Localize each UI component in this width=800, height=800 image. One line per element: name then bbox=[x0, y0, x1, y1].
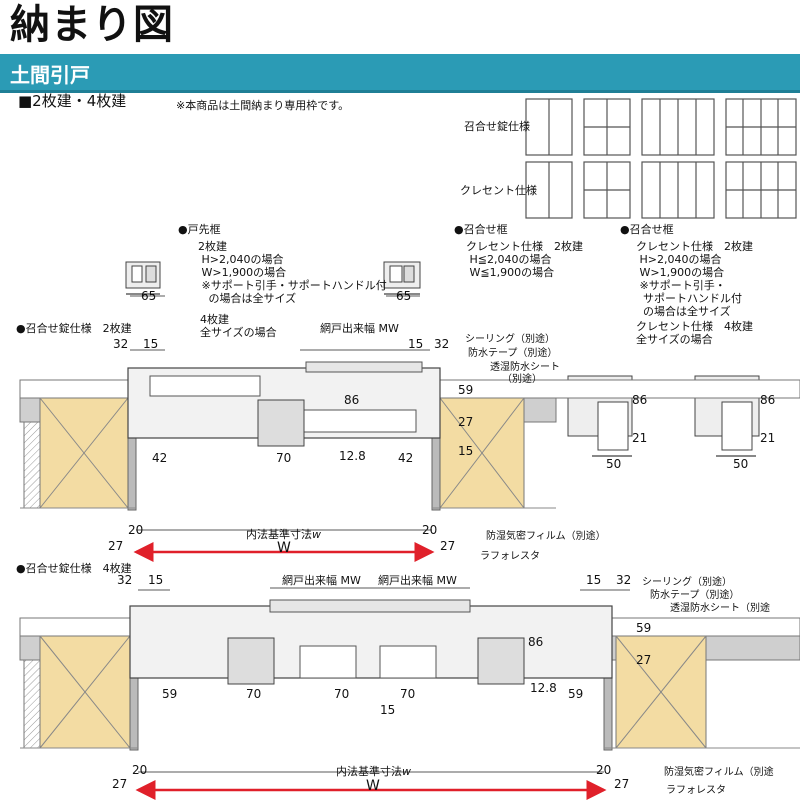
plan2-title: ●召合せ錠仕様 2枚建 bbox=[16, 322, 132, 335]
plan4-inner-size: 内法基準寸法w bbox=[336, 765, 411, 778]
plan4-film: 防湿気密フィルム（別途 bbox=[664, 767, 774, 778]
plan2-film: 防湿気密フィルム（別途） bbox=[486, 531, 606, 542]
plan2-dim-20-left: 20 bbox=[128, 523, 144, 537]
plan4-dim-32-left: 32 bbox=[117, 573, 133, 587]
plan2-dim-42-left: 42 bbox=[152, 451, 168, 465]
plan4-dim-12-8: 12.8 bbox=[530, 681, 557, 695]
plan4-dim-86: 86 bbox=[528, 635, 544, 649]
plan2-dim-15-v: 15 bbox=[458, 444, 474, 458]
dim-86-b: 86 bbox=[760, 393, 776, 407]
plan4-dim-27-right: 27 bbox=[614, 777, 630, 791]
plan4-dim-70-a: 70 bbox=[246, 687, 262, 701]
plan2-dim-15-right: 15 bbox=[408, 337, 424, 351]
detail-tosaki-desc: 2枚建 H>2,040の場合 W>1,900の場合 ※サポート引手・サポートハン… bbox=[198, 240, 387, 305]
detail-awase2-title: ●召合せ框 bbox=[620, 223, 674, 236]
plan4-mw-2: 網戸出来幅 MW bbox=[378, 574, 457, 587]
dim-50-a: 50 bbox=[606, 457, 622, 471]
plan2-dim-32-left: 32 bbox=[113, 337, 129, 351]
plan4-mw-1: 網戸出来幅 MW bbox=[282, 574, 361, 587]
plan4-dim-15-bottom: 15 bbox=[380, 703, 396, 717]
plan4-sheet: 透湿防水シート（別途 bbox=[670, 603, 770, 614]
detail-awase1-title: ●召合せ框 bbox=[454, 223, 508, 236]
plan2-dim-32-right: 32 bbox=[434, 337, 450, 351]
plan2-dim-12-8: 12.8 bbox=[339, 449, 366, 463]
plan2-dim-15-left: 15 bbox=[143, 337, 159, 351]
plan2-lath: ラフォレスタ bbox=[480, 551, 540, 562]
category-band: 土間引戸 bbox=[0, 54, 800, 93]
plan-2-panel-drawing bbox=[19, 361, 800, 511]
plan2-tape: 防水テープ（別途） bbox=[468, 348, 558, 359]
plan4-dim-20-right: 20 bbox=[596, 763, 612, 777]
plan4-dim-32-right: 32 bbox=[616, 573, 632, 587]
plan4-dim-59-right: 59 bbox=[568, 687, 584, 701]
plan-4-panel-drawing bbox=[19, 599, 800, 751]
plan4-dim-15-left: 15 bbox=[148, 573, 164, 587]
plan4-sealing: シーリング（別途） bbox=[642, 577, 732, 588]
plan4-dim-20-left: 20 bbox=[132, 763, 148, 777]
plan2-dim-70: 70 bbox=[276, 451, 292, 465]
plan2-W: W bbox=[277, 540, 291, 556]
plan2-mw: 網戸出来幅 MW bbox=[320, 322, 399, 335]
plan2-dim-27-left: 27 bbox=[108, 539, 124, 553]
dim-21-a: 21 bbox=[632, 431, 648, 445]
plan4-inner-label: 内法基準寸法 bbox=[336, 765, 402, 778]
dim-65-left: 65 bbox=[141, 289, 157, 303]
plan2-dim-20-right: 20 bbox=[422, 523, 438, 537]
page-title: 納まり図 bbox=[10, 2, 174, 48]
plan4-dim-15-right: 15 bbox=[586, 573, 602, 587]
legend-row-crescent: クレセント仕様 bbox=[460, 184, 537, 197]
section-note: ※本商品は土間納まり専用枠です。 bbox=[176, 99, 350, 112]
dim-86-a: 86 bbox=[632, 393, 648, 407]
dim-21-b: 21 bbox=[760, 431, 776, 445]
plan2-inner-w: w bbox=[312, 528, 321, 541]
plan2-inner-label: 内法基準寸法 bbox=[246, 528, 312, 541]
detail-awase2-desc: クレセント仕様 2枚建 H>2,040の場合 W>1,900の場合 ※サポート引… bbox=[636, 240, 753, 318]
plan4-dim-59-left: 59 bbox=[162, 687, 178, 701]
plan2-sheet-1: 透湿防水シート bbox=[490, 362, 560, 373]
dimension-lines bbox=[130, 295, 630, 773]
plan2-dim-86: 86 bbox=[344, 393, 360, 407]
detail-tosaki-sub: 4枚建 全サイズの場合 bbox=[200, 313, 277, 339]
plan2-sheet-2: （別途） bbox=[502, 374, 542, 385]
plan2-inner-size: 内法基準寸法w bbox=[246, 528, 321, 541]
plan2-dim-59: 59 bbox=[458, 383, 474, 397]
plan4-lath: ラフォレスタ bbox=[666, 785, 726, 796]
plan4-title: ●召合せ錠仕様 4枚建 bbox=[16, 562, 132, 575]
dim-65-right: 65 bbox=[396, 289, 412, 303]
detail-awase1-desc: クレセント仕様 2枚建 H≦2,040の場合 W≦1,900の場合 bbox=[466, 240, 583, 279]
legend-row-lock: 召合せ錠仕様 bbox=[464, 120, 530, 133]
plan4-dim-59-v: 59 bbox=[636, 621, 652, 635]
detail-tosaki-title: ●戸先框 bbox=[178, 223, 221, 236]
plan4-inner-w: w bbox=[402, 765, 411, 778]
plan4-dim-27-left: 27 bbox=[112, 777, 128, 791]
detail-awase2-sub: クレセント仕様 4枚建 全サイズの場合 bbox=[636, 320, 753, 346]
plan2-sealing: シーリング（別途） bbox=[465, 334, 555, 345]
plan4-tape: 防水テープ（別途） bbox=[650, 590, 740, 601]
section-heading: ■2枚建・4枚建 bbox=[18, 92, 127, 110]
plan2-dim-27-right: 27 bbox=[440, 539, 456, 553]
window-type-thumbnails bbox=[525, 98, 797, 219]
plan4-W: W bbox=[366, 778, 380, 794]
dim-50-b: 50 bbox=[733, 457, 749, 471]
plan4-dim-70-c: 70 bbox=[400, 687, 416, 701]
category-label: 土間引戸 bbox=[10, 63, 90, 87]
plan2-dim-42-right: 42 bbox=[398, 451, 414, 465]
plan4-dim-70-b: 70 bbox=[334, 687, 350, 701]
plan2-dim-27-v: 27 bbox=[458, 415, 474, 429]
plan4-dim-27-v: 27 bbox=[636, 653, 652, 667]
